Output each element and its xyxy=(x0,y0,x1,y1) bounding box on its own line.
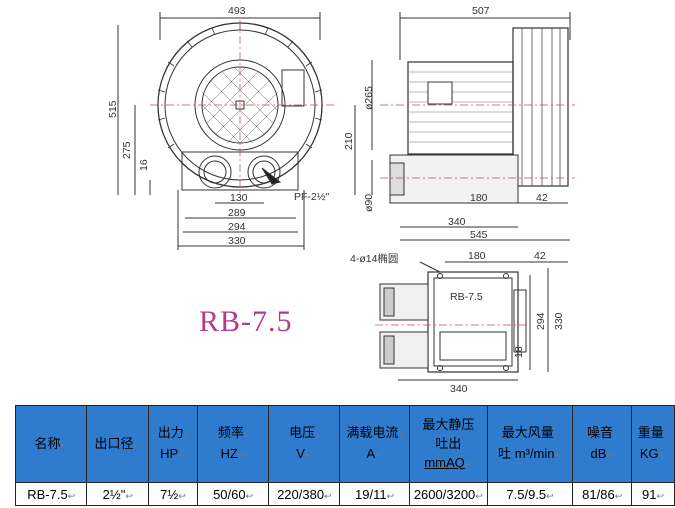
spec-data-row: RB-7.5↩ 2½"↩ 7½↩ 50/60↩ 220/380↩ 19/11↩ … xyxy=(14,482,675,506)
cell-current: 19/11↩ xyxy=(339,482,410,506)
dim-side-180: 180 xyxy=(470,192,488,204)
cell-airflow: 7.5/9.5↩ xyxy=(486,482,574,506)
dim-side-dia90: ø90 xyxy=(363,194,375,212)
top-holes-label: 4-ø14椭圆 xyxy=(350,252,398,265)
cell-voltage: 220/380↩ xyxy=(268,482,341,506)
cell-pressure: 2600/3200↩ xyxy=(408,482,488,506)
cell-frequency: 50/60↩ xyxy=(196,482,270,506)
header-power: 出力↓HP↩ xyxy=(148,405,198,483)
header-frequency: 频率↓HZ↩ xyxy=(196,405,270,483)
dim-front-275: 275 xyxy=(121,141,133,159)
cell-name: RB-7.5↩ xyxy=(14,482,88,506)
header-voltage: 电压↓V↩ xyxy=(268,405,341,483)
dim-front-16: 16 xyxy=(138,159,150,171)
cell-outlet: 2½"↩ xyxy=(86,482,150,506)
header-current: 满载电流↓A↩ xyxy=(339,405,410,483)
dim-front-width: 493 xyxy=(228,5,246,17)
dim-top-330: 330 xyxy=(553,312,565,330)
dim-side-545: 545 xyxy=(470,229,488,241)
dim-base-130: 130 xyxy=(230,192,248,204)
dim-side-340: 340 xyxy=(448,216,466,228)
model-title: RB-7.5 xyxy=(199,305,293,338)
dim-side-42: 42 xyxy=(536,192,548,204)
front-view: 493 xyxy=(107,5,335,250)
dim-side-210: 210 xyxy=(343,132,355,150)
dim-base-330: 330 xyxy=(228,235,246,247)
dim-top-180: 180 xyxy=(468,250,486,262)
header-noise: 噪音↓dB↩ xyxy=(572,405,633,483)
dim-top-42: 42 xyxy=(534,250,546,262)
cell-noise: 81/86↩ xyxy=(572,482,633,506)
dim-top-18: 18 xyxy=(513,346,525,358)
dim-base-289: 289 xyxy=(228,207,246,219)
header-weight: 重量↓KG↩ xyxy=(631,405,675,483)
dim-front-height: 515 xyxy=(107,100,119,118)
dim-side-length: 507 xyxy=(472,5,490,17)
technical-drawing: 493 xyxy=(107,5,575,395)
spec-table: 名称↩ 出口径↩ 出力↓HP↩ 频率↓HZ↩ 电压↓V↩ 满载电流↓A↩ 最大静… xyxy=(14,405,675,506)
cell-weight: 91↩ xyxy=(631,482,675,506)
top-view: 4-ø14椭圆 180 42 RB-7.5 294 330 18 340 xyxy=(350,250,568,395)
cell-power: 7½↩ xyxy=(148,482,198,506)
dim-top-340: 340 xyxy=(450,383,468,395)
top-model-label: RB-7.5 xyxy=(450,291,483,303)
header-outlet: 出口径↩ xyxy=(86,405,150,483)
spec-header-row: 名称↩ 出口径↩ 出力↓HP↩ 频率↓HZ↩ 电压↓V↩ 满载电流↓A↩ 最大静… xyxy=(14,405,675,483)
side-view: 507 ø265 210 ø90 180 xyxy=(343,5,575,241)
port-label: PF-2½" xyxy=(294,191,330,203)
header-name: 名称↩ xyxy=(14,405,88,483)
dim-base-294: 294 xyxy=(228,221,246,233)
dim-side-dia265: ø265 xyxy=(363,86,375,110)
header-airflow: 最大风量↓吐 m³/min↩ xyxy=(486,405,574,483)
dim-top-294: 294 xyxy=(535,312,547,330)
